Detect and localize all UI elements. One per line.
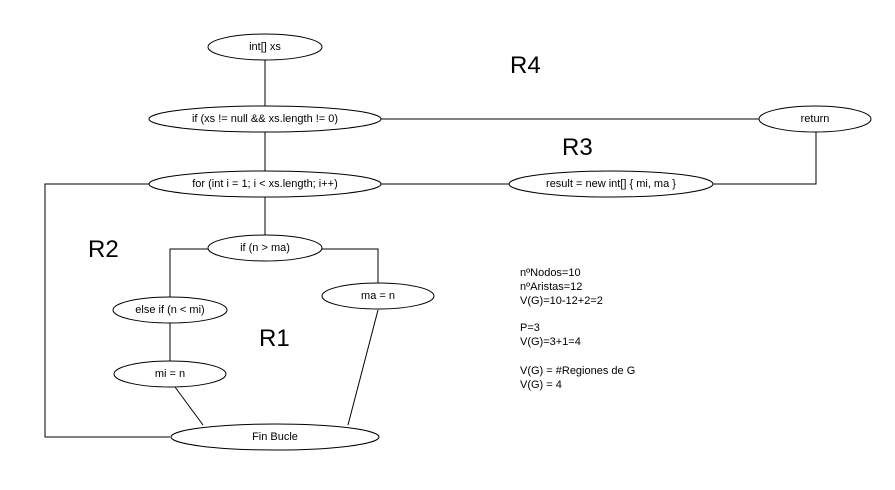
node-else-if-label: else if (n < mi) <box>135 304 204 316</box>
node-if-null: if (xs != null && xs.length != 0) <box>148 105 382 133</box>
edge-ma-to-fin <box>347 309 379 426</box>
stats-vg-p: V(G)=3+1=4 <box>520 336 581 348</box>
node-start: int[] xs <box>207 33 323 61</box>
stats-nodos: nºNodos=10 <box>520 267 581 279</box>
edge-ifgt-to-elseif <box>169 248 208 297</box>
region-label-r4: R4 <box>510 52 541 79</box>
edge-result-to-return <box>712 132 817 185</box>
node-if-null-label: if (xs != null && xs.length != 0) <box>192 113 338 125</box>
edge-ifgt-to-ma <box>322 248 379 283</box>
node-result: result = new int[] { mi, ma } <box>508 170 714 198</box>
region-label-r1: R1 <box>259 325 290 352</box>
node-if-gt-label: if (n > ma) <box>240 242 290 254</box>
node-start-label: int[] xs <box>249 41 281 53</box>
node-return-label: return <box>801 113 830 125</box>
stats-p: P=3 <box>520 322 540 334</box>
region-label-r3: R3 <box>562 134 593 161</box>
edge-fin-to-for <box>44 183 170 438</box>
node-else-if: else if (n < mi) <box>112 296 228 324</box>
stats-aristas: nºAristas=12 <box>520 281 582 293</box>
node-if-gt: if (n > ma) <box>207 234 323 262</box>
stats-vg-result: V(G) = 4 <box>520 379 562 391</box>
node-return: return <box>758 105 872 133</box>
stats-vg-formula: V(G)=10-12+2=2 <box>520 295 603 307</box>
node-fin-bucle-label: Fin Bucle <box>252 431 298 443</box>
region-label-r2: R2 <box>88 236 119 263</box>
node-mi-assign: mi = n <box>113 360 227 388</box>
node-for-loop: for (int i = 1; i < xs.length; i++) <box>148 170 382 198</box>
stats-vg-regions: V(G) = #Regiones de G <box>520 365 635 377</box>
node-result-label: result = new int[] { mi, ma } <box>546 178 676 190</box>
edges <box>44 60 817 438</box>
node-mi-assign-label: mi = n <box>155 368 185 380</box>
node-for-loop-label: for (int i = 1; i < xs.length; i++) <box>192 178 338 190</box>
node-ma-assign-label: ma = n <box>361 290 395 302</box>
node-fin-bucle: Fin Bucle <box>170 423 380 451</box>
edge-mi-to-fin <box>174 386 204 426</box>
complexity-notes: nºNodos=10 nºAristas=12 V(G)=10-12+2=2 P… <box>520 267 635 391</box>
node-ma-assign: ma = n <box>321 282 435 310</box>
